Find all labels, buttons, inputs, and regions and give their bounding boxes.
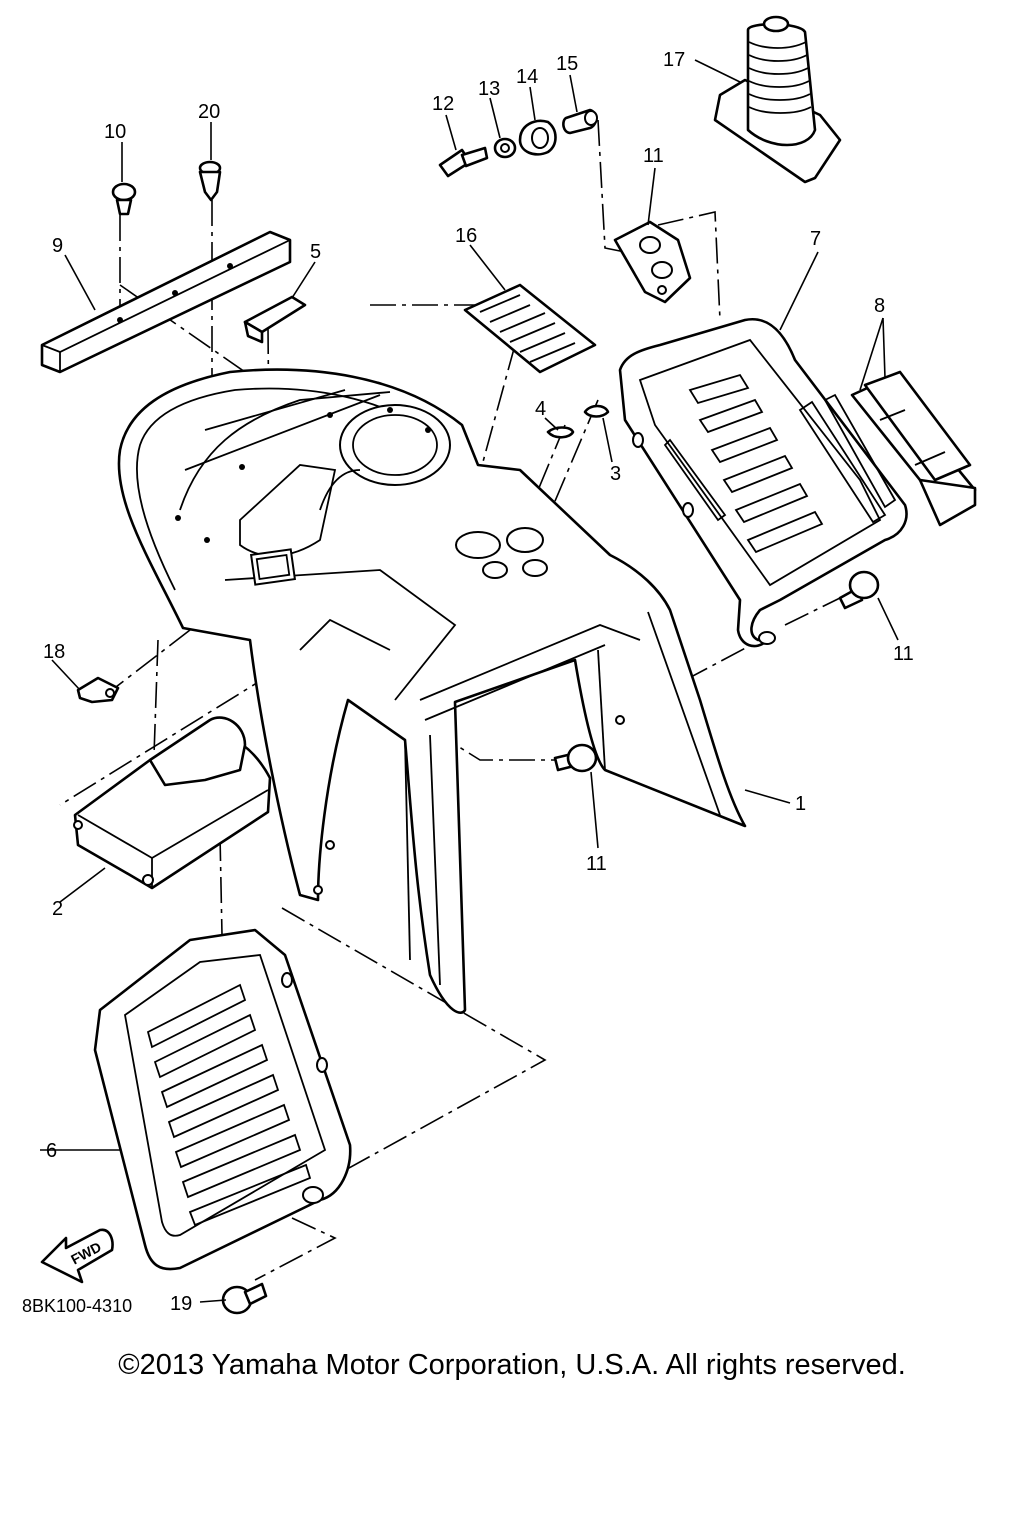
parts-13-16-bolt-set xyxy=(438,108,598,178)
callout-17: 16 xyxy=(455,225,477,247)
part-19-clamp xyxy=(76,676,120,704)
part-2-lower-cover xyxy=(73,716,272,890)
callout-11-bottom: 19 xyxy=(170,1293,192,1315)
callout-4: 4 xyxy=(535,398,546,420)
callout-2: 2 xyxy=(52,898,63,920)
part-20-clip xyxy=(198,160,222,202)
bolt-bottom xyxy=(221,1282,268,1315)
part-1-front-body xyxy=(117,368,747,1014)
callout-10: 10 xyxy=(104,121,126,143)
callout-1: 1 xyxy=(795,793,806,815)
part-18-bellows xyxy=(748,41,812,114)
part-17-pad xyxy=(463,283,597,374)
part-5-cap xyxy=(243,295,307,344)
callout-8: 8 xyxy=(874,295,885,317)
bolt-center xyxy=(553,743,598,773)
callout-20: 20 xyxy=(198,101,220,123)
callout-19: 18 xyxy=(43,641,65,663)
callout-18: 17 xyxy=(663,49,685,71)
callout-15: 14 xyxy=(516,66,538,88)
callout-13: 12 xyxy=(432,93,454,115)
drawing-code: 8BK100-4310 xyxy=(22,1296,133,1316)
parts-3-4-grommets xyxy=(546,404,610,439)
fwd-arrow: FWD xyxy=(40,1228,114,1284)
callout-3: 3 xyxy=(610,463,621,485)
callout-11-right: 11 xyxy=(893,643,914,665)
callout-9: 9 xyxy=(52,235,63,257)
part-7-right-vent-panel xyxy=(618,317,908,648)
callout-7: 7 xyxy=(810,228,821,250)
callout-numbers: 10 20 9 5 12 13 14 15 17 11 16 7 8 4 3 1… xyxy=(43,49,914,1315)
callout-11-center: 11 xyxy=(586,853,607,875)
part-11-bolts xyxy=(221,570,880,1315)
callout-12: 11 xyxy=(643,145,664,167)
callout-leaders xyxy=(40,59,899,1303)
part-9-rail xyxy=(40,230,292,374)
part-6-louvers xyxy=(146,983,312,1227)
bolt-right xyxy=(838,570,880,610)
callout-16: 15 xyxy=(556,53,578,75)
part-7-louvers xyxy=(688,373,824,554)
callout-14: 13 xyxy=(478,78,500,100)
part-18-boot xyxy=(713,15,842,184)
part-6-left-vent-panel xyxy=(93,928,352,1271)
copyright-notice: ©2013 Yamaha Motor Corporation, U.S.A. A… xyxy=(118,1349,906,1381)
callout-6: 6 xyxy=(46,1140,57,1162)
part-8-strips xyxy=(850,370,977,527)
exploded-parts-diagram: FWD 10 20 9 5 12 13 14 15 17 xyxy=(40,15,977,1315)
part-17-texture xyxy=(479,294,576,363)
part-12-switch-bracket xyxy=(613,220,692,304)
part-10-rivet xyxy=(111,182,137,216)
callout-5: 5 xyxy=(310,241,321,263)
